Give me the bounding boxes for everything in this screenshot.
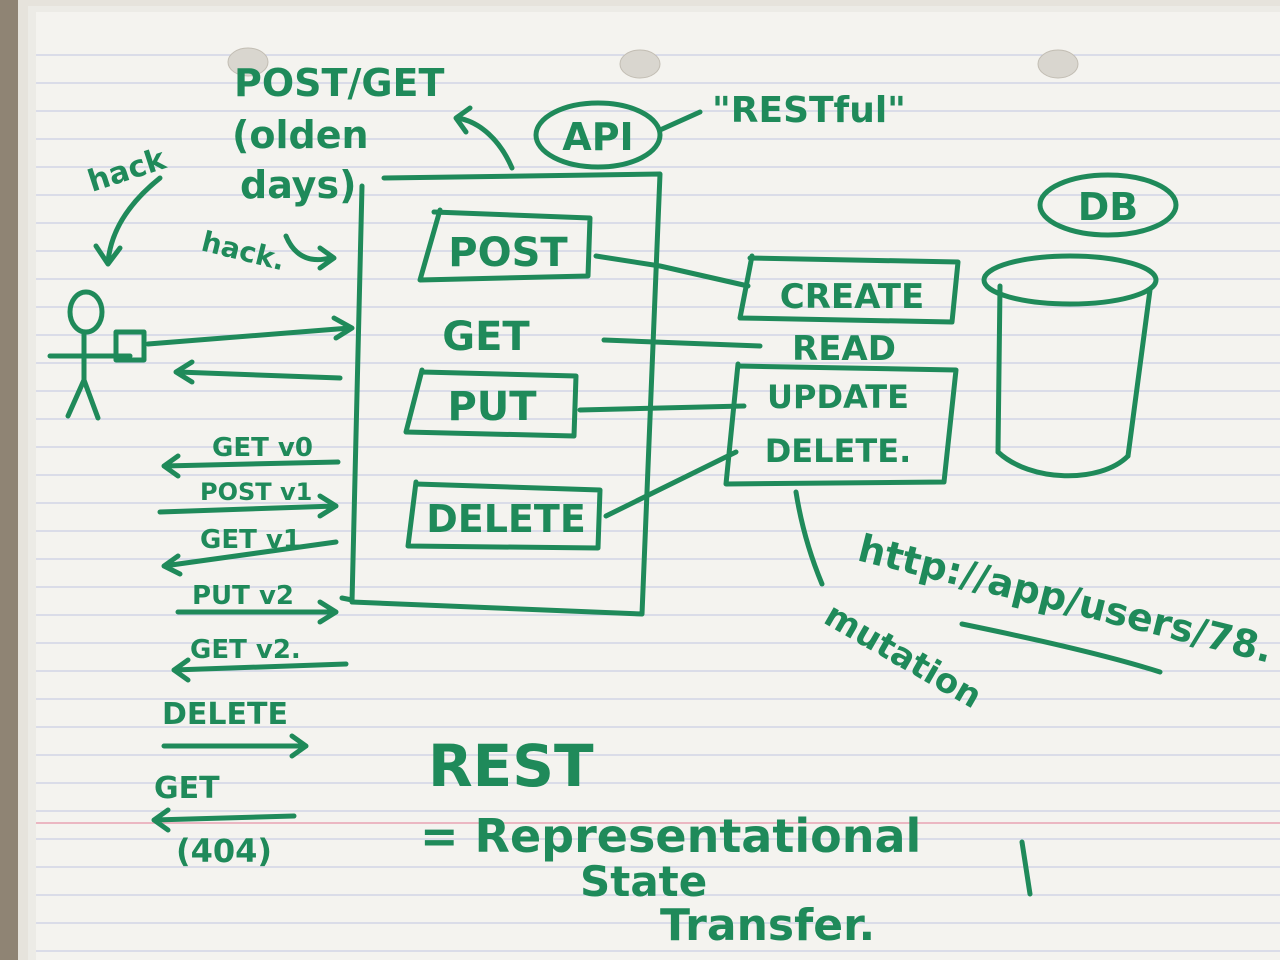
binder-hole [1037, 49, 1079, 79]
request-arrowhead [331, 315, 355, 341]
history-item: POST v1 [200, 478, 312, 506]
put-box [403, 367, 579, 439]
history-item: GET v2. [190, 635, 301, 665]
api-ellipse [533, 100, 663, 170]
rest-expansion-1: = Representational [420, 809, 921, 863]
api-item-delete: DELETE [426, 497, 586, 541]
restful-label: "RESTful" [712, 90, 906, 131]
crud-item-delete: DELETE. [765, 432, 912, 470]
binder-hole [619, 49, 661, 79]
post-get-label: POST/GET [234, 61, 444, 105]
history-arrow [161, 733, 309, 759]
user-stick-figure [47, 289, 147, 421]
db-cylinder [981, 253, 1159, 479]
api-item-get: GET [442, 314, 530, 360]
olden-label: (olden [232, 113, 369, 157]
get-read-link [601, 337, 763, 349]
delete-delete-link [603, 449, 739, 519]
put-update-link [577, 403, 747, 413]
history-item: (404) [176, 832, 272, 870]
update-delete-box [723, 361, 959, 487]
history-arrow [151, 807, 297, 833]
rest-expansion-2: State [580, 857, 707, 906]
crud-item-read: READ [792, 329, 896, 369]
binder-hole [227, 47, 269, 77]
hack-loop-arrow [283, 233, 337, 271]
db-label: DB [1078, 185, 1139, 229]
crud-item-update: UPDATE [767, 378, 909, 416]
mutation-link [793, 489, 825, 587]
rest-expansion-3: Transfer. [660, 900, 875, 951]
api-item-put: PUT [447, 384, 537, 430]
history-arrow [171, 657, 349, 683]
response-arrowhead [173, 359, 195, 385]
post-create-link [593, 253, 751, 289]
api-item-post: POST [448, 230, 568, 276]
history-item: GET v0 [212, 433, 313, 463]
api-label: API [562, 115, 633, 159]
history-arrow [175, 599, 339, 625]
history-item: PUT v2 [192, 581, 294, 611]
post-get-arrow [455, 115, 515, 171]
history-arrow [161, 539, 339, 577]
crud-item-create: CREATE [780, 277, 924, 317]
api-box [349, 171, 663, 617]
stray-mark [1019, 839, 1033, 897]
api-restful-link [657, 109, 703, 133]
create-box [737, 253, 961, 325]
rest-title: REST [428, 732, 594, 800]
response-arrow [175, 369, 343, 381]
history-item: DELETE [162, 697, 288, 732]
history-arrow [157, 493, 339, 519]
history-arrow [161, 453, 341, 479]
delete-box [405, 479, 603, 551]
hack-arrow [105, 175, 163, 265]
history-item: GET v1 [200, 525, 301, 555]
db-ellipse [1037, 172, 1179, 238]
url-underline [959, 621, 1163, 675]
post-box [417, 207, 593, 283]
history-item: GET [154, 771, 220, 806]
request-arrow [145, 325, 353, 347]
days-label: days) [240, 163, 356, 207]
